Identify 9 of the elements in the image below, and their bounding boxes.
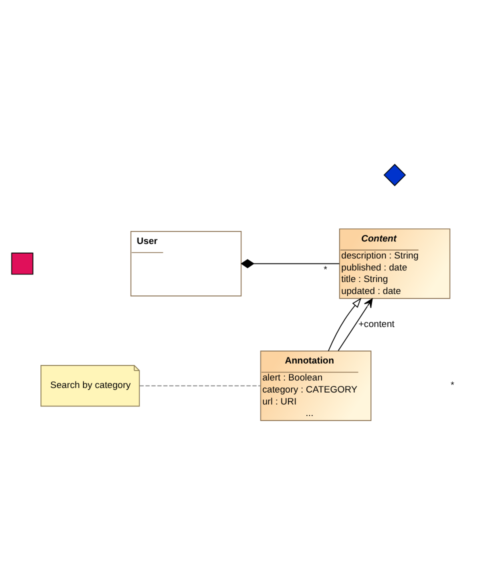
connector [240,259,340,268]
edge-label: +content [358,319,395,330]
arrow [328,298,362,352]
edge-label: * [324,264,328,274]
connector [139,385,261,386]
label: * [450,380,454,390]
arrow [338,298,373,352]
node-diamond [384,164,406,186]
node-box [11,252,34,275]
